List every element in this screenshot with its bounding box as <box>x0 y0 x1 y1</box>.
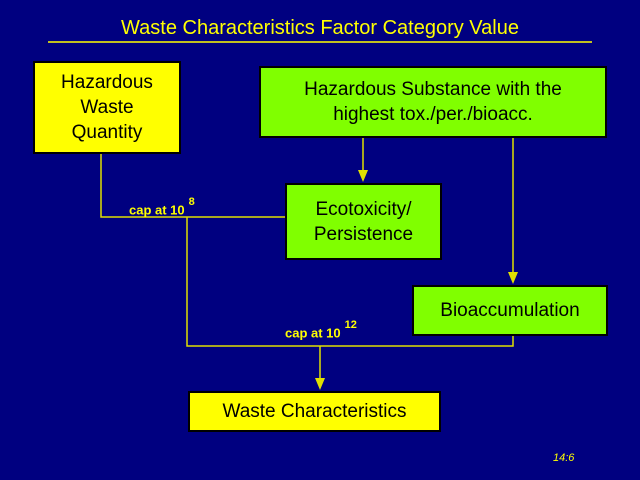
cap-text: cap at 10 <box>285 325 341 341</box>
combine-connector <box>186 217 514 347</box>
slide-title: Waste Characteristics Factor Category Va… <box>121 17 519 39</box>
cap-exponent: 12 <box>344 319 357 331</box>
cap-text: cap at 10 <box>129 202 185 218</box>
hazardous-waste-quantity-box: Hazardous Waste Quantity <box>33 61 181 154</box>
page-number: 14:6 <box>553 452 575 464</box>
hazardous-substance-box: Hazardous Substance with the highest tox… <box>259 66 607 138</box>
ecotoxicity-box: Ecotoxicity/ Persistence <box>285 183 442 260</box>
cap-exponent: 8 <box>188 196 195 208</box>
bioaccumulation-box: Bioaccumulation <box>412 285 608 336</box>
waste-characteristics-box: Waste Characteristics <box>188 391 441 432</box>
quantity-connector <box>100 153 285 218</box>
cap-label-1: cap at 108 <box>129 196 195 218</box>
cap-label-2: cap at 1012 <box>285 319 357 341</box>
arrowhead-icon <box>315 378 325 390</box>
arrowhead-icon <box>508 272 518 284</box>
arrowhead-icon <box>358 170 368 182</box>
